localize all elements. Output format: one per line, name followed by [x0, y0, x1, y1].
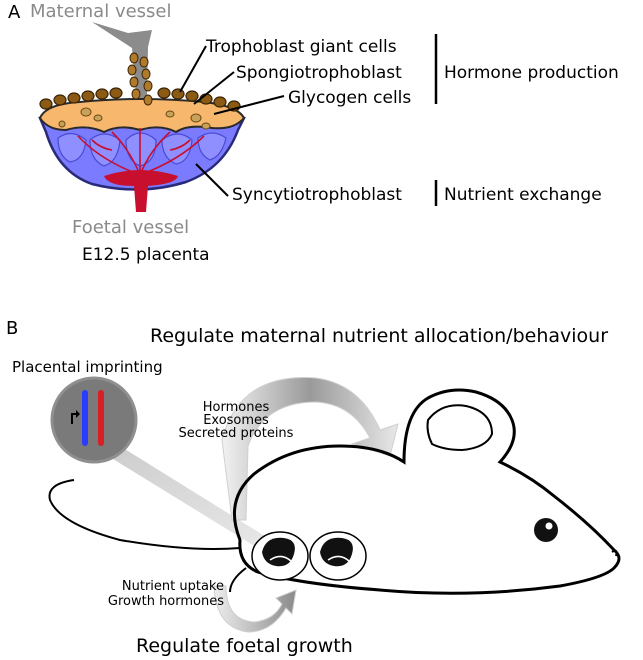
signal-hormones: Hormones — [203, 400, 270, 415]
signal-secreted-proteins: Secreted proteins — [179, 426, 294, 441]
mouse-illustration — [48, 388, 621, 595]
spongiotrophoblast-layer — [38, 98, 246, 134]
label-glycogen-cells: Glycogen cells — [288, 88, 411, 108]
uptake-growth-hormones: Growth hormones — [108, 594, 224, 609]
foetal-vessel — [104, 170, 178, 212]
mouse-inner-ear — [426, 404, 494, 452]
embryo-right — [309, 531, 367, 581]
panel-a-leader-lines — [179, 45, 285, 197]
imprinting-circle — [50, 376, 138, 464]
paternal-allele-bar — [98, 390, 104, 446]
mouse-nose — [611, 549, 618, 557]
foetal-regulation-title: Regulate foetal growth — [136, 635, 353, 657]
label-trophoblast-giant-cells: Trophoblast giant cells — [205, 37, 397, 57]
placenta-illustration — [38, 52, 246, 212]
maternal-allele-bar — [82, 390, 88, 446]
label-hormone-production: Hormone production — [444, 63, 619, 83]
mouse-hind-leg — [229, 567, 247, 593]
maternal-vessel — [92, 22, 152, 140]
uptake-nutrient: Nutrient uptake — [122, 579, 224, 594]
label-syncytiotrophoblast: Syncytiotrophoblast — [232, 185, 402, 205]
invading-giant-cells — [127, 52, 153, 106]
maternal-vessel-label: Maternal vessel — [30, 1, 172, 22]
mouse-eye — [534, 518, 558, 542]
glycogen-cells — [58, 107, 211, 130]
imprinting-callout-beam — [66, 430, 284, 552]
maternal-regulation-title: Regulate maternal nutrient allocation/be… — [150, 325, 608, 347]
panel-a-letter: A — [8, 2, 21, 23]
panel-b-letter: B — [6, 318, 18, 339]
mouse-body — [232, 388, 621, 595]
label-spongiotrophoblast: Spongiotrophoblast — [236, 63, 402, 83]
embryo-left — [251, 531, 309, 581]
foetal-growth-arrow — [213, 585, 297, 633]
label-nutrient-exchange: Nutrient exchange — [444, 185, 602, 205]
mouse-tail — [48, 479, 241, 550]
placental-imprinting-label: Placental imprinting — [12, 358, 163, 376]
foetal-vessel-label: Foetal vessel — [72, 217, 189, 238]
placenta-caption: E12.5 placenta — [82, 245, 210, 265]
signal-exosomes: Exosomes — [203, 413, 269, 428]
